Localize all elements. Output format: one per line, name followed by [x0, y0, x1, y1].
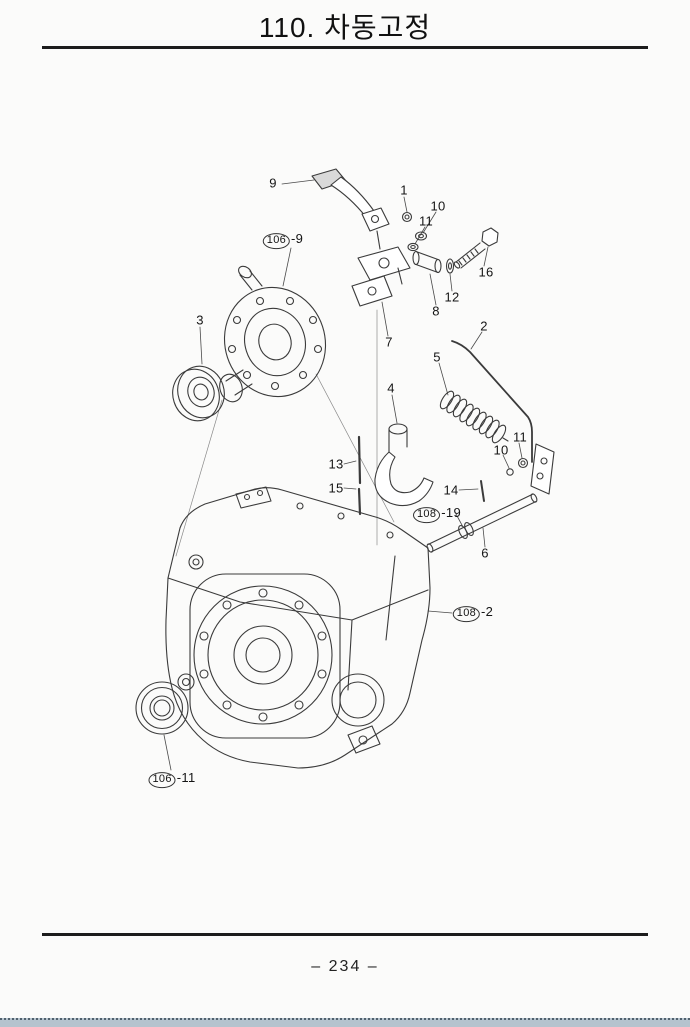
- part-pin-8: [412, 250, 442, 274]
- assembly-lines: [175, 309, 395, 557]
- part-oil-seal: [135, 681, 189, 735]
- title-rule: [42, 46, 648, 49]
- part-spring-5: [439, 390, 509, 444]
- part-detent-plate: [506, 443, 555, 495]
- part-differential-case: [219, 265, 327, 403]
- page-number: – 234 –: [311, 958, 379, 975]
- part-bracket: [351, 246, 411, 307]
- part-rod-2: [451, 340, 533, 463]
- part-lock-lever: [311, 168, 390, 250]
- part-bearing-3: [172, 365, 225, 422]
- part-rod-15: [357, 487, 362, 516]
- part-gear-case: [165, 486, 431, 769]
- scan-edge-artifact: [0, 1018, 690, 1027]
- part-rod-13: [357, 435, 362, 485]
- part-nut-washers: [401, 211, 428, 252]
- part-bolt-16: [453, 227, 499, 269]
- footer-rule: [42, 933, 648, 936]
- page-title: 110. 차동고정: [258, 12, 432, 43]
- part-pin-14: [480, 480, 485, 502]
- leader-lines: [163, 179, 523, 771]
- part-shift-fork: [374, 423, 434, 507]
- part-shaft-6: [426, 493, 538, 553]
- part-washer-12: [445, 258, 455, 274]
